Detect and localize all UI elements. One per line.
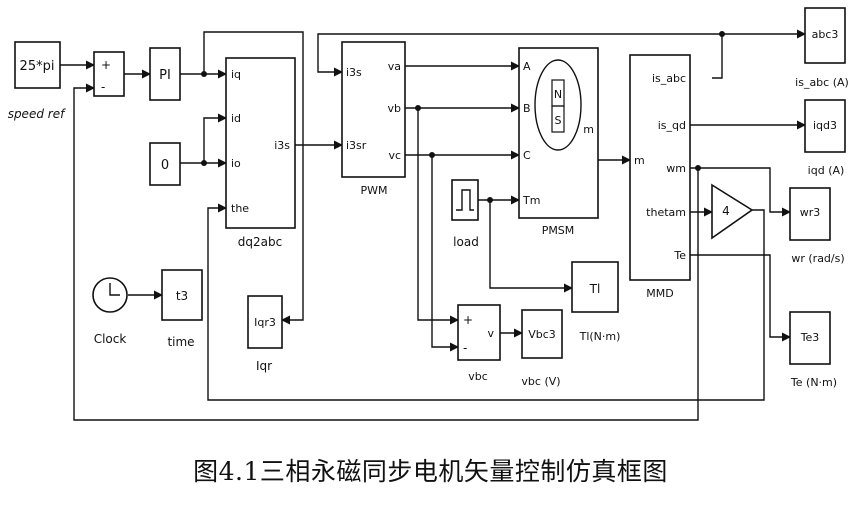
pmsm-port-m: m bbox=[583, 123, 594, 136]
dq2abc-block[interactable]: iq id io the i3s dq2abc bbox=[225, 57, 296, 249]
port-i3s-out: i3s bbox=[274, 139, 290, 152]
pwm-port-i3sr: i3sr bbox=[346, 139, 367, 152]
mmd-port-wm: wm bbox=[666, 162, 686, 175]
step-icon bbox=[456, 189, 474, 211]
iqd3-var: iqd3 bbox=[813, 119, 837, 132]
pmsm-port-tm: Tm bbox=[522, 194, 540, 207]
mmd-port-thetam: thetam bbox=[646, 206, 686, 219]
vbc-label: vbc bbox=[468, 370, 488, 383]
constant-value: 0 bbox=[161, 158, 169, 173]
tl-var: Tl bbox=[589, 282, 601, 296]
mmd-port-isabc: is_abc bbox=[652, 72, 686, 85]
wr3-label: wr (rad/s) bbox=[791, 252, 844, 265]
pwm-port-vc: vc bbox=[388, 149, 401, 162]
te3-var: Te3 bbox=[800, 331, 820, 344]
vbc-scope-var: Vbc3 bbox=[528, 328, 556, 341]
clock-label: Clock bbox=[94, 332, 127, 346]
mmd-port-te: Te bbox=[673, 249, 686, 262]
te3-label: Te (N·m) bbox=[790, 376, 837, 389]
te3-scope-block[interactable]: Te3 Te (N·m) bbox=[789, 311, 837, 389]
wr3-var: wr3 bbox=[800, 206, 821, 219]
speed-ref-label: speed ref bbox=[8, 107, 66, 121]
sum-minus-sign: - bbox=[101, 80, 105, 94]
pwm-port-vb: vb bbox=[388, 102, 402, 115]
pwm-block[interactable]: i3s i3sr va vb vc PWM bbox=[341, 41, 406, 197]
speed-sum-block[interactable]: + - bbox=[93, 51, 125, 97]
abc3-scope-block[interactable]: abc3 is_abc (A) bbox=[795, 7, 849, 89]
vbc-minus: - bbox=[463, 341, 467, 355]
pmsm-block[interactable]: A B C Tm m N S PMSM bbox=[518, 47, 599, 237]
time-block[interactable]: t3 time bbox=[161, 269, 203, 349]
dq2abc-label: dq2abc bbox=[238, 235, 282, 249]
gain-block[interactable]: 4 bbox=[711, 183, 754, 240]
magnet-south: S bbox=[555, 114, 562, 127]
port-the: the bbox=[231, 202, 249, 215]
time-label: time bbox=[167, 335, 194, 349]
tl-label: Tl(N·m) bbox=[579, 330, 621, 343]
pwm-port-i3s: i3s bbox=[346, 66, 362, 79]
pi-controller-block[interactable]: PI bbox=[149, 47, 181, 101]
mmd-block[interactable]: is_abc is_qd wm thetam Te m MMD bbox=[629, 54, 691, 300]
figure-caption: 图4.1三相永磁同步电机矢量控制仿真框图 bbox=[193, 457, 668, 486]
signal-wires bbox=[60, 29, 806, 421]
mmd-port-isqd: is_qd bbox=[658, 119, 686, 132]
load-label: load bbox=[453, 235, 479, 249]
vbc-scope-label: vbc (V) bbox=[521, 375, 560, 388]
pwm-port-va: va bbox=[388, 60, 401, 73]
iqr-var: Iqr3 bbox=[254, 316, 276, 329]
motor-magnet-icon: N S bbox=[534, 59, 582, 151]
speed-ref-block[interactable]: 25*pi speed ref bbox=[8, 41, 66, 121]
load-block[interactable]: load bbox=[451, 179, 479, 249]
gain-value: 4 bbox=[722, 204, 730, 218]
magnet-north: N bbox=[554, 88, 562, 101]
pmsm-label: PMSM bbox=[542, 224, 575, 237]
pmsm-port-b: B bbox=[523, 102, 531, 115]
iqr-label: Iqr bbox=[256, 359, 272, 373]
sum-plus-sign: + bbox=[101, 58, 111, 72]
pmsm-port-c: C bbox=[523, 149, 531, 162]
abc3-label: is_abc (A) bbox=[795, 76, 849, 89]
pwm-label: PWM bbox=[360, 184, 387, 197]
mmd-label: MMD bbox=[646, 287, 673, 300]
port-id: id bbox=[231, 112, 241, 125]
iqd3-label: iqd (A) bbox=[808, 164, 845, 177]
mmd-port-m: m bbox=[634, 154, 645, 167]
pmsm-port-a: A bbox=[523, 60, 531, 73]
tl-scope-block[interactable]: Tl Tl(N·m) bbox=[571, 261, 621, 343]
vbc-out-port: v bbox=[487, 327, 494, 340]
vbc-plus: + bbox=[463, 313, 473, 327]
clock-block[interactable]: Clock bbox=[92, 277, 128, 346]
pi-label: PI bbox=[159, 68, 171, 83]
port-iq: iq bbox=[231, 68, 241, 81]
iqd3-scope-block[interactable]: iqd3 iqd (A) bbox=[804, 99, 846, 177]
speed-ref-value: 25*pi bbox=[20, 59, 55, 74]
iqr-block[interactable]: Iqr3 Iqr bbox=[247, 295, 283, 373]
abc3-var: abc3 bbox=[812, 28, 839, 41]
vbc-sum-block[interactable]: + - v vbc bbox=[457, 304, 501, 383]
time-var: t3 bbox=[176, 289, 188, 303]
wr3-scope-block[interactable]: wr3 wr (rad/s) bbox=[789, 187, 845, 265]
port-io: io bbox=[231, 157, 241, 170]
constant-zero-block[interactable]: 0 bbox=[149, 142, 181, 186]
vbc-scope-block[interactable]: Vbc3 vbc (V) bbox=[521, 309, 563, 388]
